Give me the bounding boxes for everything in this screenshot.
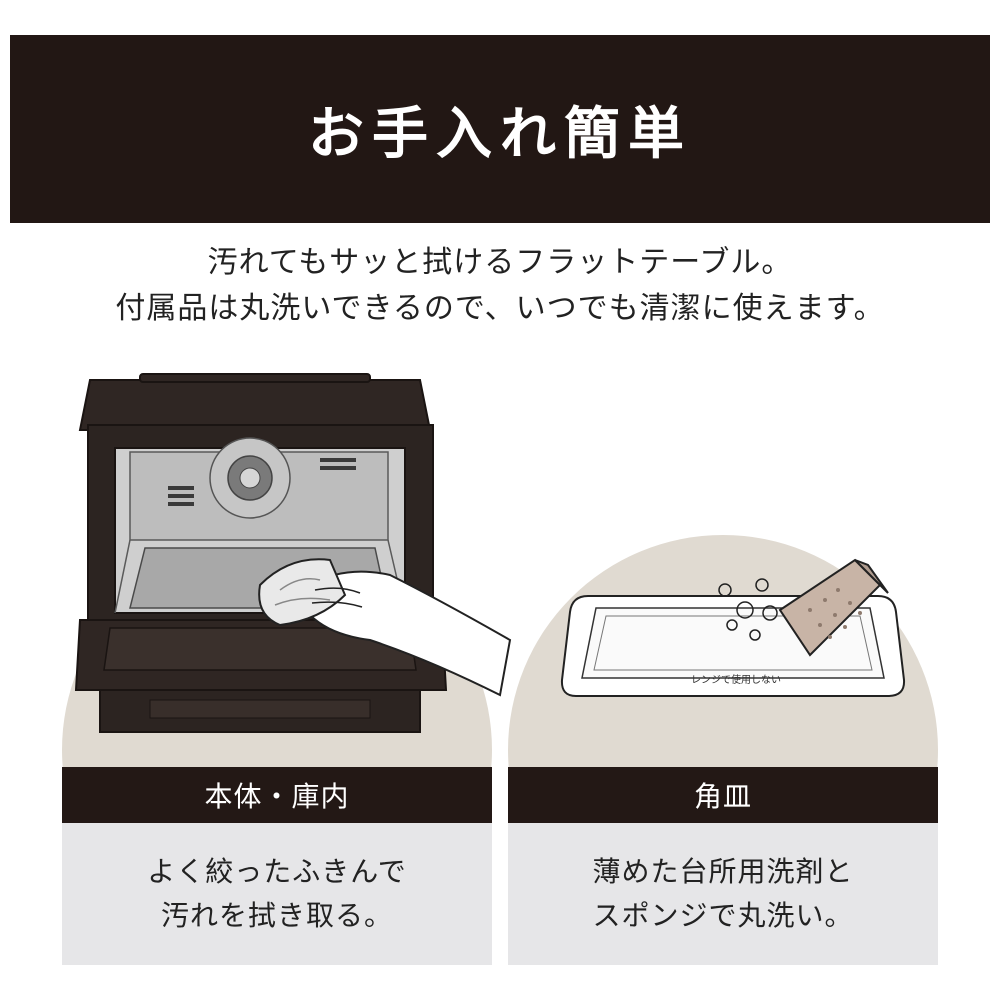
panel-desc-line-1: 薄めた台所用洗剤と	[592, 855, 854, 888]
lead-line-2: 付属品は丸洗いできるので、いつでも清潔に使えます。	[115, 291, 885, 326]
panel-desc-line-2: 汚れを拭き取る。	[160, 899, 393, 932]
sponge-illustration	[718, 558, 889, 657]
lead-text: 汚れてもサッと拭けるフラットテーブル。 付属品は丸洗いできるので、いつでも清潔に…	[0, 240, 1000, 332]
panel-desc-line-1: よく絞ったふきんで	[147, 855, 407, 888]
page-title: お手入れ簡単	[308, 101, 692, 167]
panel-caption: 角皿	[508, 767, 938, 823]
lead-line-1: 汚れてもサッと拭けるフラットテーブル。	[207, 245, 793, 280]
panel-desc-line-2: スポンジで丸洗い。	[592, 899, 854, 932]
panel-caption: 本体・庫内	[62, 767, 492, 823]
panel-description: よく絞ったふきんで 汚れを拭き取る。	[62, 823, 492, 965]
title-banner: お手入れ簡単	[10, 35, 990, 223]
hand-cloth-illustration	[258, 558, 512, 697]
tray-stamp-text: レンジで使用しない	[691, 673, 781, 686]
panel-description: 薄めた台所用洗剤と スポンジで丸洗い。	[508, 823, 938, 965]
